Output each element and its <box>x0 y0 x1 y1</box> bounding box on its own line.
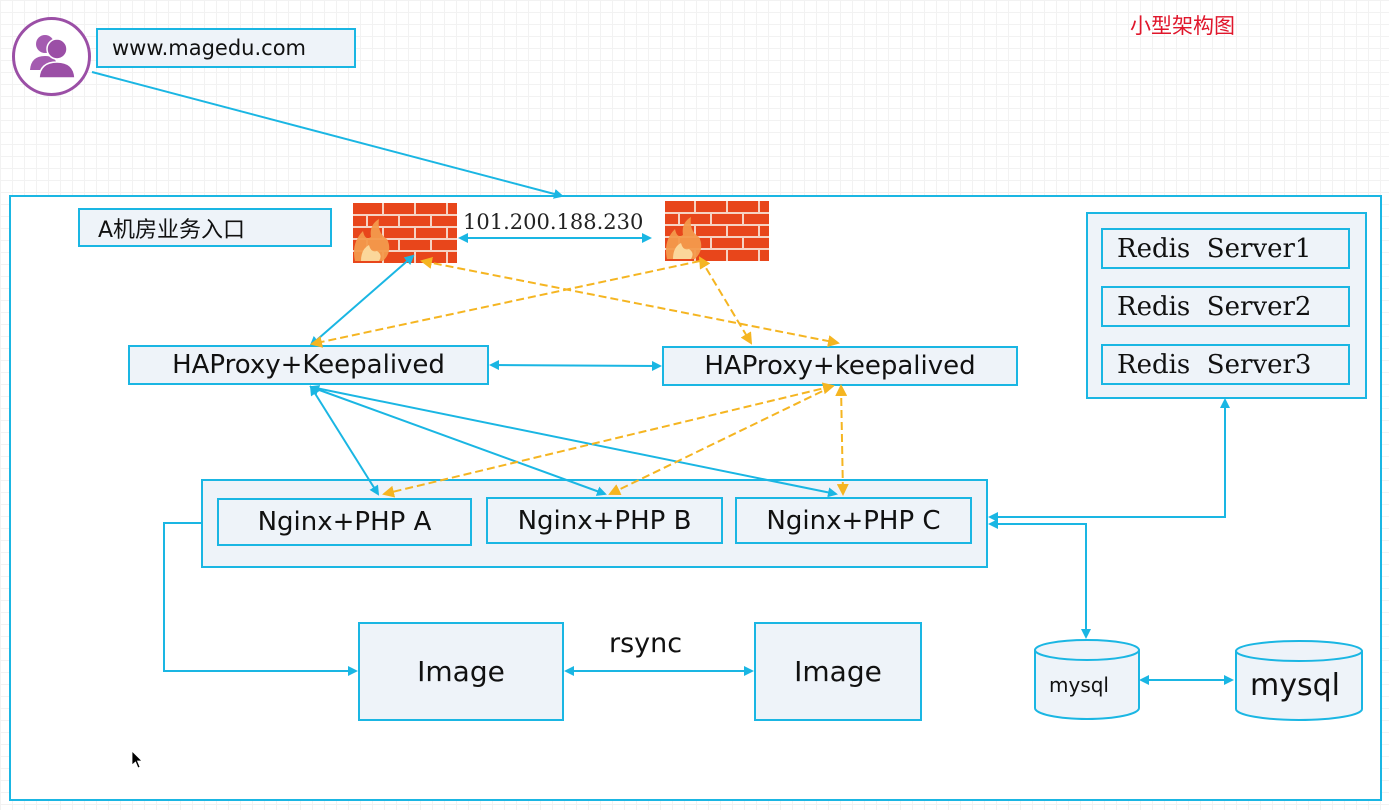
redis-server-3: Redis Server3 <box>1101 344 1350 385</box>
web-server-a: Nginx+PHP A <box>217 498 472 546</box>
fw1-to-lb2-standby-line <box>420 257 840 347</box>
redis-server-2: Redis Server2 <box>1101 286 1350 327</box>
users-icon <box>12 17 91 96</box>
domain-text: www.magedu.com <box>112 36 307 60</box>
lb2-to-web-b-standby-line <box>608 385 834 496</box>
lb2-to-web-a-standby-line <box>382 382 835 498</box>
lb-heartbeat-line <box>489 360 662 371</box>
redis-server-1: Redis Server1 <box>1101 228 1350 269</box>
web-to-redis-line <box>988 398 1230 522</box>
rsync-label: rsync <box>609 628 683 659</box>
fw1-to-lb1-line <box>309 254 415 347</box>
web-server-b: Nginx+PHP B <box>486 497 723 544</box>
web-to-mysql-line <box>988 519 1091 639</box>
firewall-icon <box>353 203 457 267</box>
lb1-to-web-b-line <box>309 385 607 496</box>
vip-address: 101.200.188.230 <box>463 210 644 234</box>
fw2-to-lb1-standby-line <box>310 260 701 348</box>
image-storage-secondary: Image <box>754 622 922 721</box>
datacenter-label: A机房业务入口 <box>78 208 332 247</box>
diagram-title: 小型架构图 <box>1130 14 1235 38</box>
load-balancer-master: HAProxy+Keepalived <box>128 345 489 385</box>
mysql-replica-label: mysql <box>1250 668 1340 703</box>
database-icon <box>1234 639 1364 727</box>
web-server-c: Nginx+PHP C <box>735 497 972 544</box>
mouse-cursor-icon <box>131 750 144 773</box>
web-to-image-line <box>163 522 358 676</box>
database-icon <box>1033 638 1141 726</box>
mysql-primary-label: mysql <box>1049 673 1109 697</box>
fw2-to-lb2-standby-line <box>698 256 753 345</box>
domain-label: www.magedu.com <box>96 28 356 68</box>
firewall-icon <box>665 201 769 265</box>
user-to-entry-line <box>91 71 564 199</box>
lb1-to-web-c-line <box>310 386 838 498</box>
lb2-to-web-c-standby-line <box>835 384 849 496</box>
lb1-to-web-a-line <box>309 385 380 496</box>
image-storage-primary: Image <box>358 622 564 721</box>
